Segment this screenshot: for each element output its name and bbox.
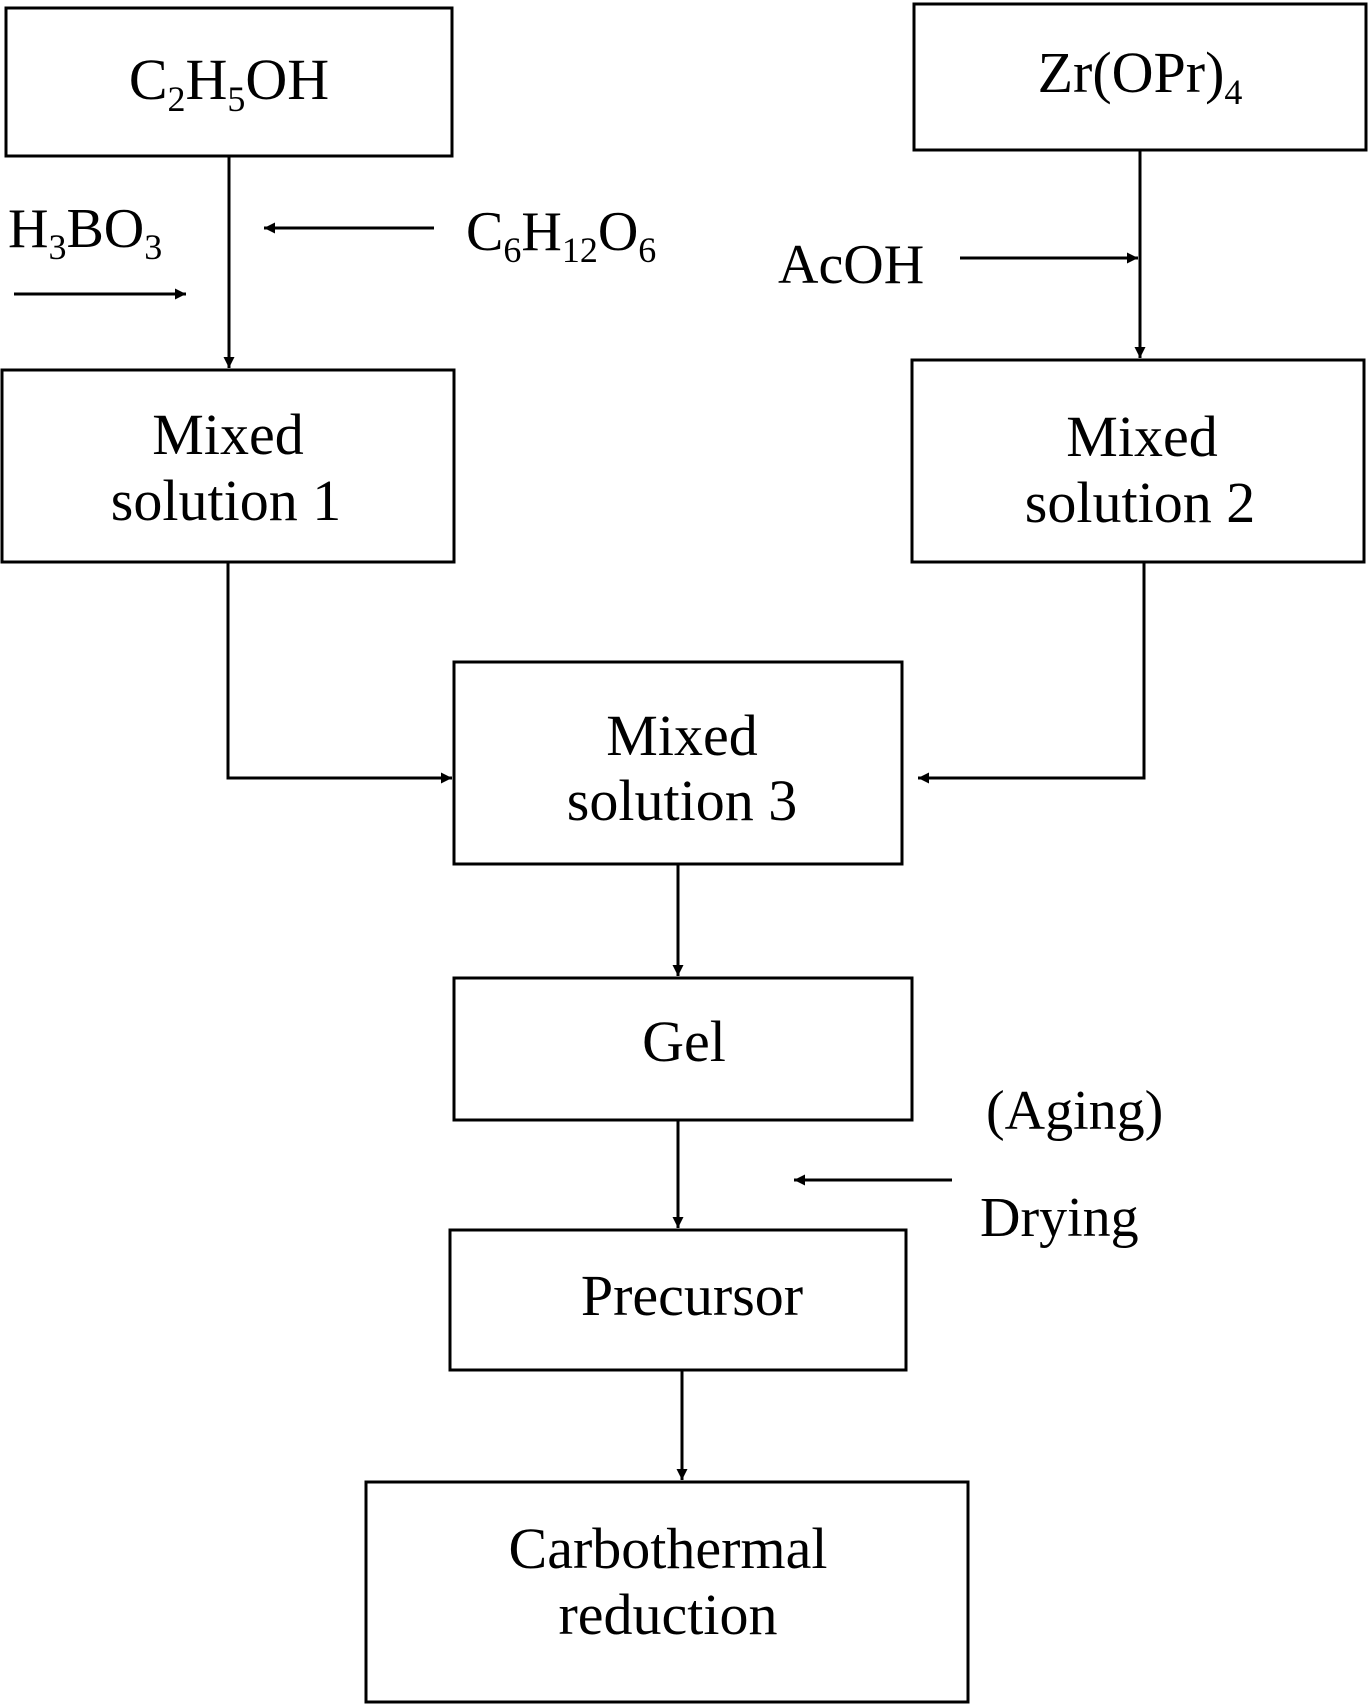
mixed-solution-2-line1: Mixed [1066, 404, 1217, 469]
gel-box [452, 976, 914, 1122]
zr-label: Zr(OPr)4 [1038, 40, 1243, 112]
precursor-box [448, 1228, 908, 1372]
mixed-solution-2-line2: solution 2 [1025, 470, 1255, 535]
boric-acid-label: H3BO3 [8, 198, 162, 267]
aging-label: (Aging) [986, 1080, 1163, 1142]
mixed-solution-2-box [910, 358, 1366, 564]
gel-label: Gel [642, 1009, 726, 1074]
glucose-label: C6H12O6 [466, 201, 656, 270]
mixed-solution-1-line2: solution 1 [111, 468, 341, 533]
carbothermal-box [364, 1480, 970, 1704]
mixed-solution-1-line1: Mixed [152, 402, 303, 467]
acoh-label: AcOH [778, 234, 924, 296]
mixed-solution-3-line2: solution 3 [567, 768, 797, 833]
carbothermal-line2: reduction [558, 1582, 777, 1647]
carbothermal-line1: Carbothermal [509, 1516, 828, 1581]
ethanol-label: C2H5OH [129, 47, 329, 119]
drying-label: Drying [980, 1187, 1139, 1249]
mixed-solution-3-line1: Mixed [606, 703, 757, 768]
precursor-label: Precursor [581, 1263, 803, 1328]
arrow-mixed2-to-mixed3 [918, 562, 1146, 784]
arrow-mixed1-to-mixed3 [226, 562, 452, 784]
